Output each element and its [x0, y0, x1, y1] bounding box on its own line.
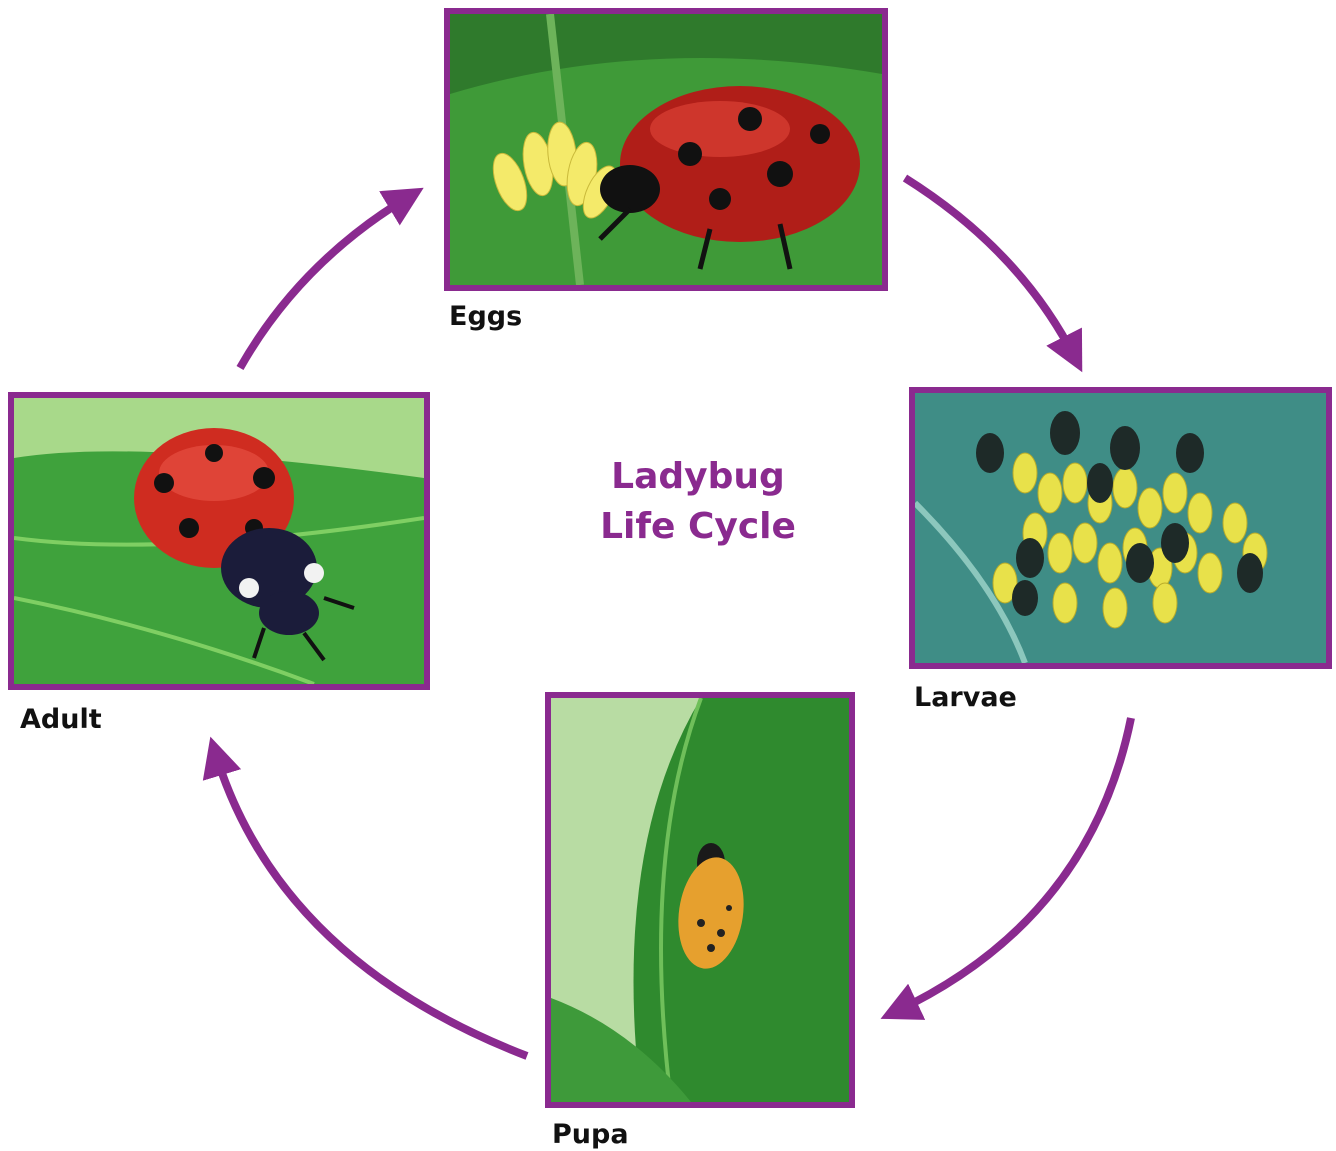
diagram-title-line-2: Life Cycle: [548, 502, 848, 552]
adult-label: Adult: [20, 704, 102, 735]
diagram-title: Ladybug Life Cycle: [548, 452, 848, 552]
arrow-eggs-to-larvae: [905, 178, 1075, 358]
pupa-label: Pupa: [552, 1119, 629, 1150]
arrow-pupa-to-adult: [215, 752, 527, 1056]
adult-photo: [8, 392, 430, 690]
pupa-photo: [545, 692, 855, 1108]
larvae-photo: [909, 387, 1332, 669]
larvae-label: Larvae: [914, 682, 1017, 713]
diagram-title-line-1: Ladybug: [548, 452, 848, 502]
eggs-label: Eggs: [449, 301, 522, 332]
arrow-larvae-to-pupa: [895, 718, 1131, 1012]
arrow-adult-to-eggs: [240, 196, 410, 368]
eggs-photo: [444, 8, 888, 291]
